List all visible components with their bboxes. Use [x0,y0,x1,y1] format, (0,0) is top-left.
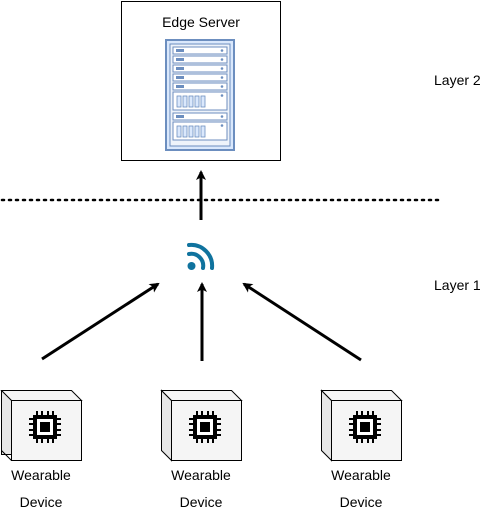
wearable-device-3-label: Wearable Device [331,467,391,510]
layer-2-label: Layer 2 [434,72,481,88]
wearable-device-3[interactable] [320,389,403,462]
chip-icon [349,411,381,443]
wearable-device-1[interactable] [0,390,83,461]
rack-server-icon [165,39,235,151]
layer-1-label: Layer 1 [434,277,481,293]
wearable-device-2-label: Wearable Device [171,467,231,510]
diagram-canvas [0,1,440,462]
arrow-device-1-to-gateway [41,282,160,361]
edge-server-label: Edge Server [162,14,240,30]
chip-icon [189,411,221,443]
wearable-device-2[interactable] [160,389,243,462]
wearable-device-1-label: Wearable Device [11,467,71,510]
wireless-signal-icon[interactable] [187,242,215,270]
chip-icon [29,411,61,443]
arrow-device-3-to-gateway [242,282,362,362]
